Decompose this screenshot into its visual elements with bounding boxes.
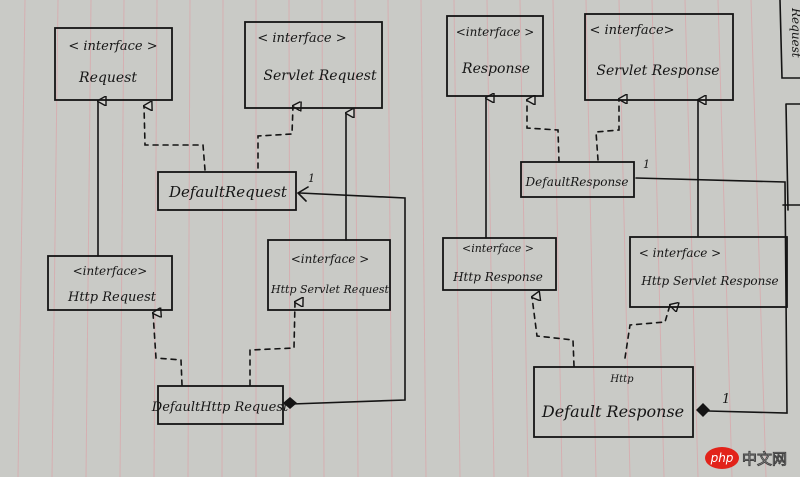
realization-defaulthttprequest-httprequest <box>153 313 183 386</box>
class-http-servlet-response: < interface > Http Servlet Response <box>629 236 788 308</box>
edge-text: Request <box>789 7 800 58</box>
realization-defaultresponse-response <box>527 100 560 163</box>
stereotype-label: <interface > <box>291 252 370 266</box>
class-name: DefaultResponse <box>525 175 629 189</box>
class-default-response: DefaultResponse <box>520 161 635 198</box>
response-association <box>635 177 788 414</box>
class-default-http-response: Http Default Response <box>533 366 694 438</box>
class-name: Http Servlet Response <box>640 274 778 288</box>
class-default-http-request: DefaultHttp Request <box>151 385 289 425</box>
watermark-text: 中文网 <box>742 450 787 468</box>
stereotype-label: <interface > <box>462 242 534 255</box>
watermark: php 中文网 <box>705 447 787 469</box>
multiplicity-label: 1 <box>308 172 315 185</box>
class-default-request: DefaultRequest <box>157 171 297 211</box>
class-name: DefaultRequest <box>168 183 288 201</box>
class-servlet-response: < interface> Servlet Response <box>584 13 734 101</box>
class-name: Request <box>78 70 137 86</box>
class-name: Http Servlet Request <box>270 283 390 296</box>
stereotype-label: < interface > <box>257 31 346 46</box>
class-request: < interface > Request <box>54 27 173 101</box>
annotation-label: Http <box>609 374 634 385</box>
class-name: Http Response <box>452 270 543 284</box>
class-name: Default Response <box>541 402 684 421</box>
connectors <box>98 98 788 417</box>
stereotype-label: <interface > <box>456 25 535 39</box>
class-name: Servlet Response <box>596 63 719 79</box>
class-response: <interface > Response <box>446 15 544 97</box>
realization-defaultresponse-servletresponse <box>595 99 619 161</box>
class-name: Http Request <box>67 290 157 305</box>
class-http-response: <interface > Http Response <box>442 237 557 291</box>
stereotype-label: < interface> <box>589 23 674 38</box>
multiplicity-label: 1 <box>643 158 650 171</box>
realization-defaulthttpresponse-httpservletresponse <box>624 305 670 359</box>
composition-diamond-icon <box>696 403 710 417</box>
class-http-servlet-request: <interface > Http Servlet Request <box>267 239 391 311</box>
watermark-logo: php <box>710 451 734 465</box>
composition-request-association <box>291 186 406 405</box>
multiplicity-label: 1 <box>722 392 730 407</box>
partial-box-right: Request <box>779 0 800 211</box>
stereotype-label: < interface > <box>68 39 157 54</box>
composition-diamond-icon <box>283 397 297 409</box>
class-name: Response <box>461 61 530 77</box>
stereotype-label: <interface> <box>73 264 148 278</box>
realization-defaultrequest-servletrequest <box>257 106 293 169</box>
class-name: Servlet Request <box>263 68 377 84</box>
class-servlet-request: < interface > Servlet Request <box>244 21 383 109</box>
stereotype-label: < interface > <box>639 246 721 260</box>
realization-defaulthttprequest-httpservletrequest <box>249 302 295 386</box>
class-http-request: <interface> Http Request <box>47 255 173 311</box>
class-name: DefaultHttp Request <box>151 400 289 415</box>
realization-defaulthttpresponse-httpresponse <box>532 297 575 367</box>
realization-defaultrequest-request <box>144 106 206 171</box>
